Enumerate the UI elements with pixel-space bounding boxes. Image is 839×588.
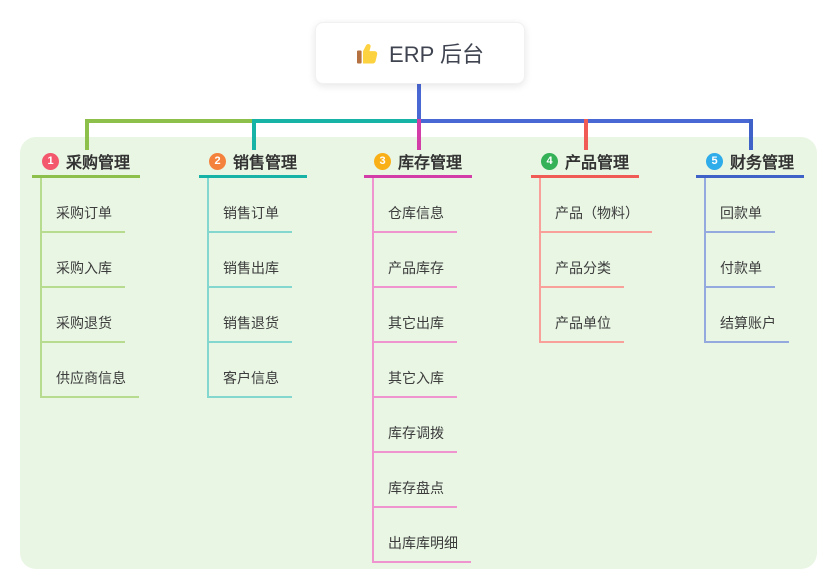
drop-line-branch-4 (584, 119, 588, 150)
child-row: 销售出库 (199, 233, 369, 288)
child-row: 采购订单 (32, 178, 202, 233)
branch-underline (32, 175, 140, 178)
child-row: 其它入库 (364, 343, 534, 398)
child-row: 销售退货 (199, 288, 369, 343)
child-row: 回款单 (696, 178, 839, 233)
child-row: 结算账户 (696, 288, 839, 343)
bus-line-branch2 (253, 119, 419, 123)
child-node[interactable]: 客户信息 (207, 368, 292, 398)
branch-underline (364, 175, 472, 178)
child-row: 产品分类 (531, 233, 701, 288)
branch-node-2[interactable]: 2 销售管理 (199, 147, 369, 175)
child-node[interactable]: 产品库存 (372, 258, 457, 288)
child-node[interactable]: 采购入库 (40, 258, 125, 288)
branch-node-5[interactable]: 5 财务管理 (696, 147, 839, 175)
trunk-connector-line (417, 82, 421, 123)
branch-underline (531, 175, 639, 178)
child-row: 其它出库 (364, 288, 534, 343)
child-row: 供应商信息 (32, 343, 202, 398)
child-row: 库存盘点 (364, 453, 534, 508)
drop-line-branch-1 (85, 119, 89, 150)
branch-underline (696, 175, 804, 178)
branch-underline (199, 175, 307, 178)
branch-3: 3 库存管理仓库信息产品库存其它出库其它入库库存调拨库存盘点出库库明细 (364, 147, 534, 563)
branch-label: 产品管理 (565, 155, 630, 172)
branch-1: 1 采购管理采购订单采购入库采购退货供应商信息 (32, 147, 202, 398)
child-node[interactable]: 产品分类 (539, 258, 624, 288)
child-node[interactable]: 采购退货 (40, 313, 125, 343)
branch-label: 库存管理 (398, 155, 463, 172)
drop-line-branch-2 (252, 119, 256, 150)
child-row: 付款单 (696, 233, 839, 288)
branch-number-badge: 3 (374, 152, 391, 170)
child-row: 仓库信息 (364, 178, 534, 233)
child-row: 采购退货 (32, 288, 202, 343)
child-row: 采购入库 (32, 233, 202, 288)
child-row: 出库库明细 (364, 508, 534, 563)
branch-2: 2 销售管理销售订单销售出库销售退货客户信息 (199, 147, 369, 398)
branch-children: 产品（物料） 产品分类产品单位 (531, 178, 701, 343)
child-row: 客户信息 (199, 343, 369, 398)
branch-children: 销售订单销售出库销售退货客户信息 (199, 178, 369, 398)
bus-line-branch1 (86, 119, 255, 123)
child-node[interactable]: 其它入库 (372, 368, 457, 398)
child-node[interactable]: 结算账户 (704, 313, 789, 343)
branch-4: 4 产品管理产品（物料） 产品分类产品单位 (531, 147, 701, 343)
branch-node-4[interactable]: 4 产品管理 (531, 147, 701, 175)
drop-line-branch-3 (417, 119, 421, 150)
branch-number-badge: 2 (209, 152, 226, 170)
child-node[interactable]: 付款单 (704, 258, 775, 288)
branch-children: 仓库信息产品库存其它出库其它入库库存调拨库存盘点出库库明细 (364, 178, 534, 563)
children-connector-line (704, 178, 706, 342)
children-connector-line (539, 178, 541, 342)
root-node-label: ERP 后台 (389, 42, 484, 67)
child-node[interactable]: 销售出库 (207, 258, 292, 288)
branch-number-badge: 4 (541, 152, 558, 170)
branch-label: 财务管理 (730, 155, 795, 172)
branch-node-1[interactable]: 1 采购管理 (32, 147, 202, 175)
child-row: 销售订单 (199, 178, 369, 233)
child-node[interactable]: 产品单位 (539, 313, 624, 343)
branch-label: 采购管理 (66, 155, 131, 172)
branch-children: 回款单付款单结算账户 (696, 178, 839, 343)
child-row: 产品（物料） (531, 178, 701, 233)
children-connector-line (372, 178, 374, 562)
child-node[interactable]: 供应商信息 (40, 368, 139, 398)
thumbs-up-icon (356, 41, 380, 65)
branch-label: 销售管理 (233, 155, 298, 172)
child-node[interactable]: 库存盘点 (372, 478, 457, 508)
child-node[interactable]: 其它出库 (372, 313, 457, 343)
branch-node-3[interactable]: 3 库存管理 (364, 147, 534, 175)
branch-5: 5 财务管理回款单付款单结算账户 (696, 147, 839, 343)
child-node[interactable]: 销售订单 (207, 203, 292, 233)
child-node[interactable]: 出库库明细 (372, 533, 471, 563)
branch-children: 采购订单采购入库采购退货供应商信息 (32, 178, 202, 398)
child-node[interactable]: 回款单 (704, 203, 775, 233)
drop-line-branch-5 (749, 119, 753, 150)
child-node[interactable]: 产品（物料） (539, 203, 652, 233)
root-node-erp[interactable]: ERP 后台 (315, 22, 525, 84)
child-row: 库存调拨 (364, 398, 534, 453)
child-row: 产品库存 (364, 233, 534, 288)
branch-number-badge: 5 (706, 152, 723, 170)
child-node[interactable]: 销售退货 (207, 313, 292, 343)
mindmap-panel (20, 137, 817, 569)
child-row: 产品单位 (531, 288, 701, 343)
branch-number-badge: 1 (42, 152, 59, 170)
child-node[interactable]: 采购订单 (40, 203, 125, 233)
child-node[interactable]: 仓库信息 (372, 203, 457, 233)
child-node[interactable]: 库存调拨 (372, 423, 457, 453)
